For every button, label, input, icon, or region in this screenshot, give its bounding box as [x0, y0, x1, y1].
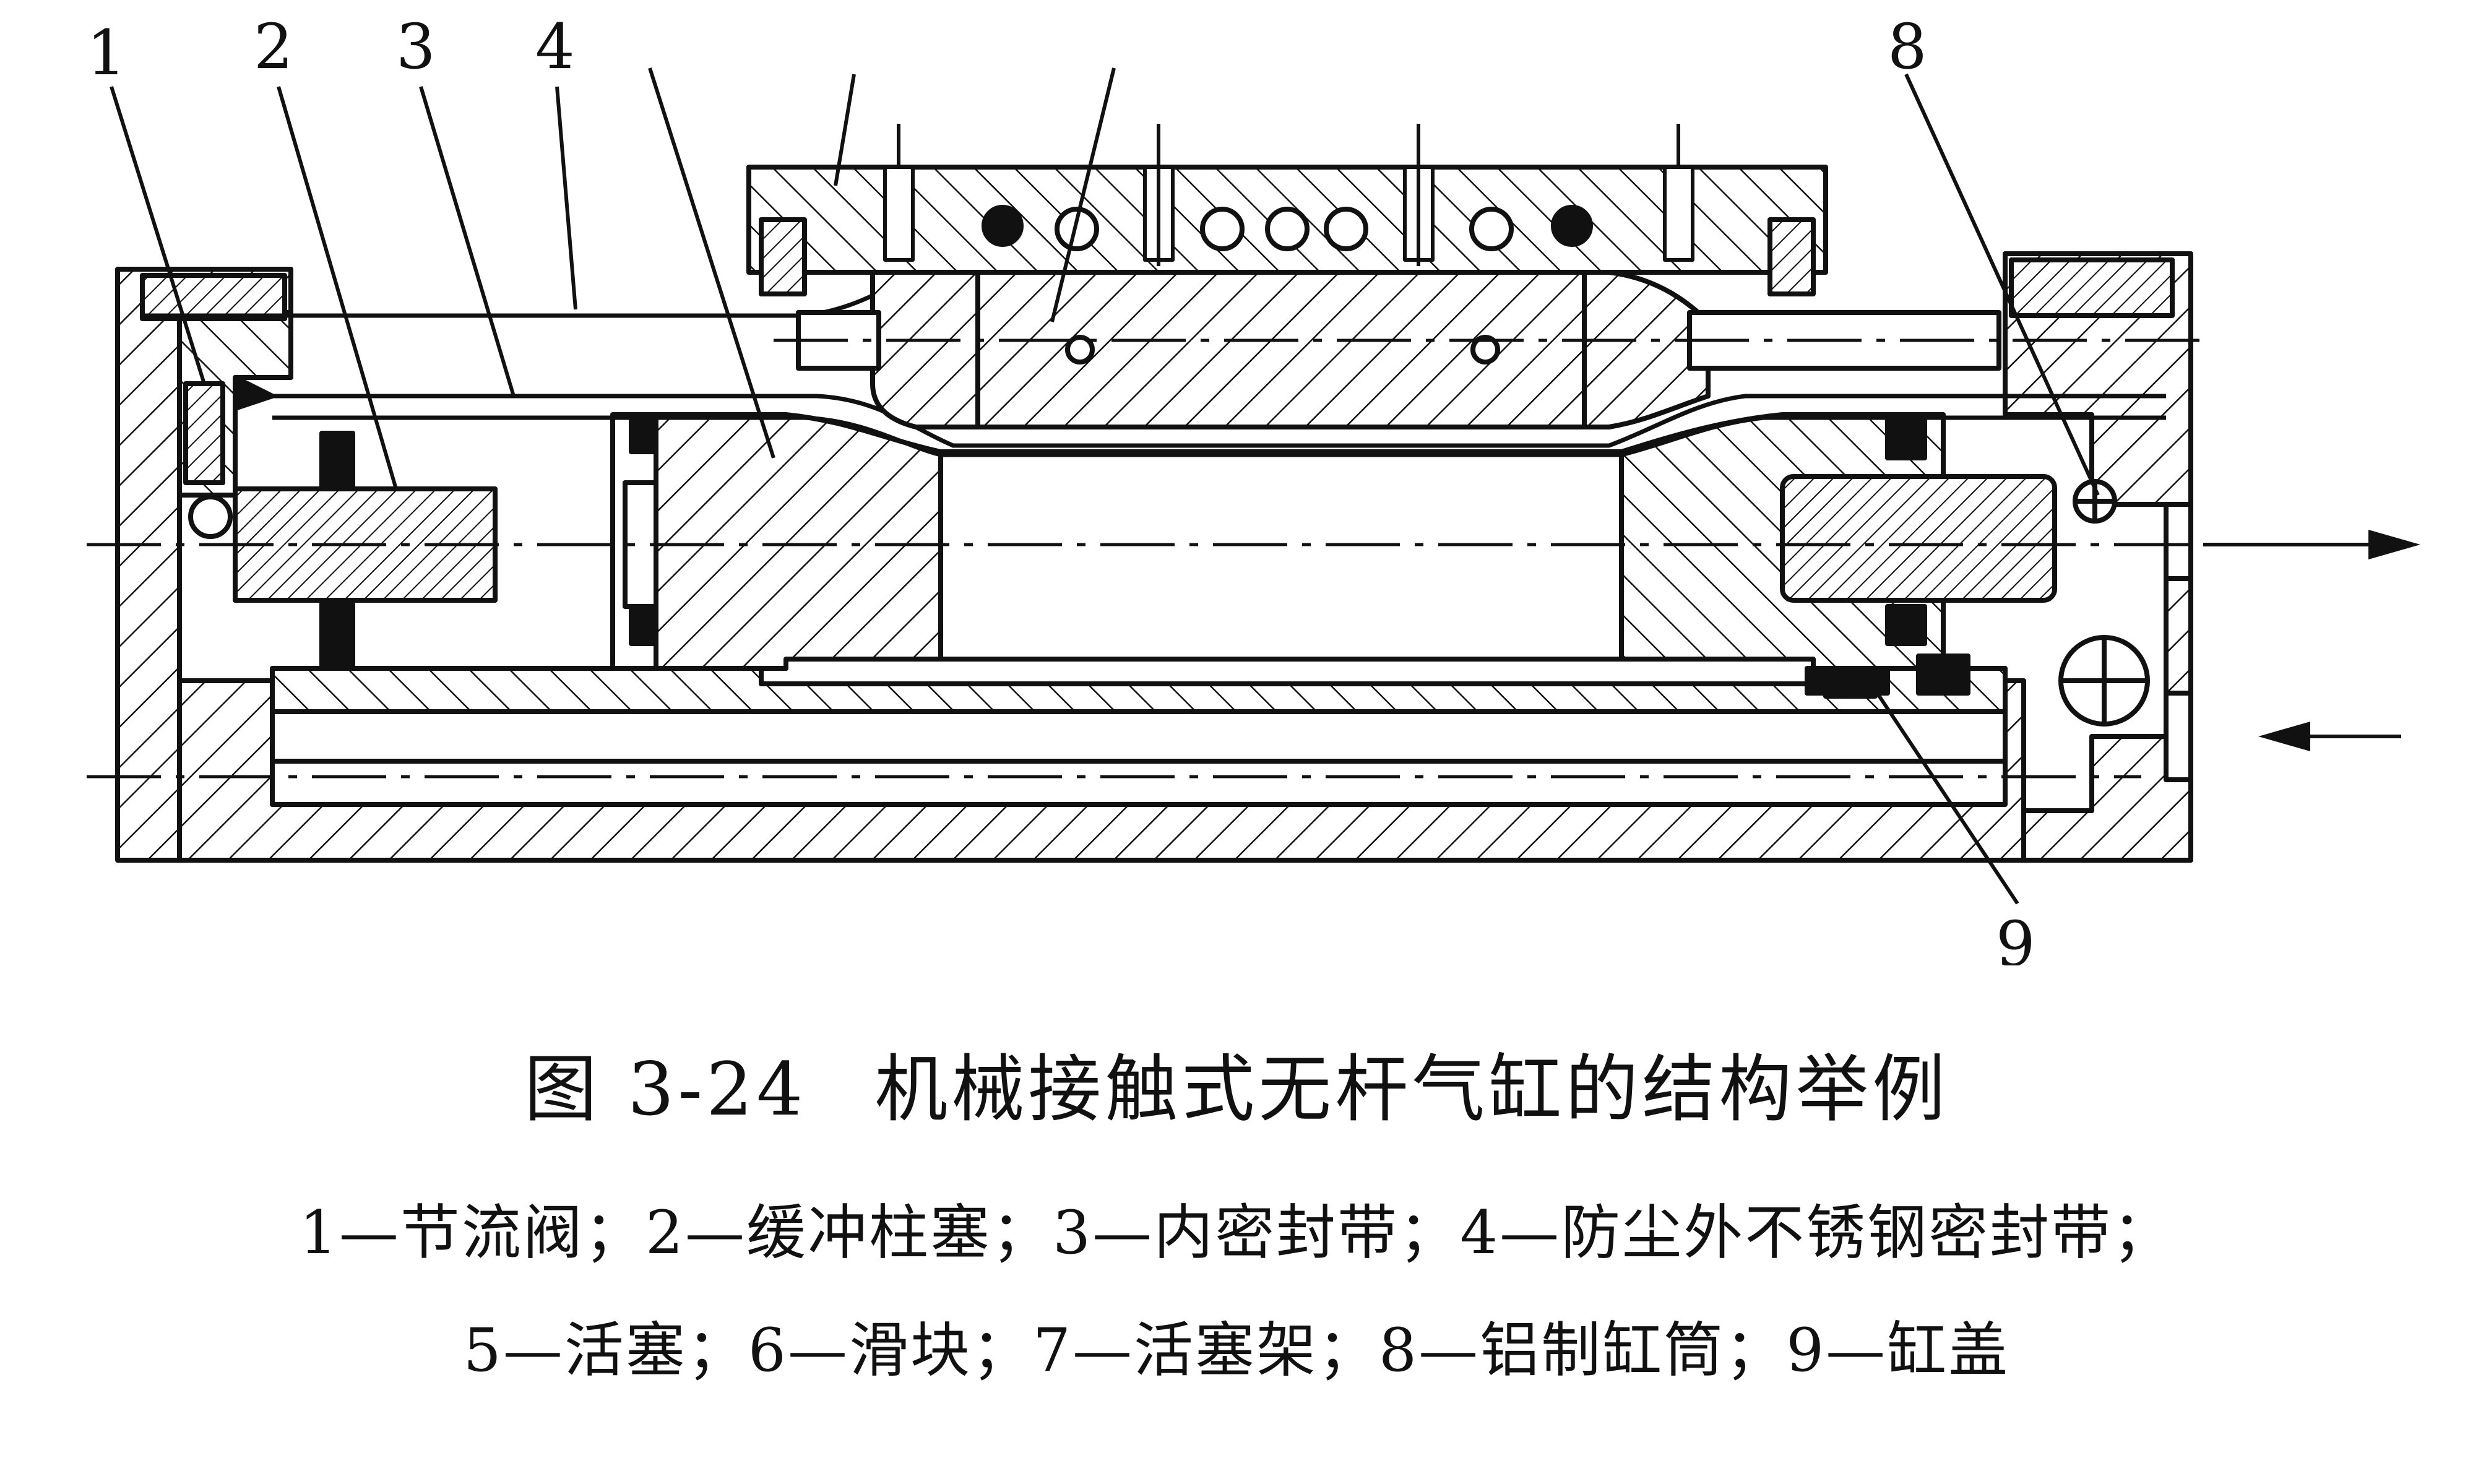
inner-sealing-strip: [272, 394, 2166, 457]
callout-4: 4: [535, 11, 575, 83]
callout-labels: 1 2 3 4 8 9: [87, 11, 2035, 965]
piston: [654, 412, 1946, 671]
right-ports: [188, 479, 2150, 727]
callout-9: 9: [1996, 908, 2035, 965]
callout-1: 1: [87, 17, 126, 89]
leader-lines: [110, 67, 2100, 905]
center-lines: [87, 339, 2290, 779]
callout-2: 2: [254, 11, 293, 83]
flow-arrows: [2203, 530, 2420, 751]
callout-3: 3: [396, 11, 436, 83]
figure-title: 机械接触式无杆气缸的结构举例: [874, 1046, 1949, 1132]
legend-line-2: 5—活塞；6—滑块；7—活塞架；8—铝制缸筒；9—缸盖: [463, 1316, 2010, 1385]
figure-number: 图 3-24: [524, 1046, 807, 1132]
left-cushion-plunger: [233, 431, 498, 668]
carrier-balls: [982, 205, 1593, 365]
slider-block: [796, 270, 2001, 429]
right-end-cap: [2003, 251, 2193, 863]
piston-bracket-plate: [270, 657, 2008, 714]
callout-8: 8: [1888, 11, 1927, 83]
right-seal-blocks: [1805, 654, 1970, 696]
legend-line-1: 1—节流阀；2—缓冲柱塞；3—内密封带；4—防尘外不锈钢密封带；: [299, 1198, 2174, 1267]
throttle-valve: [183, 375, 275, 485]
carrier-screws: [883, 124, 1694, 266]
cylinder-cross-section-drawing: 1 2 3 4 8 9: [87, 11, 2420, 965]
figure-caption: 图 3-24 机械接触式无杆气缸的结构举例: [0, 1046, 2473, 1134]
